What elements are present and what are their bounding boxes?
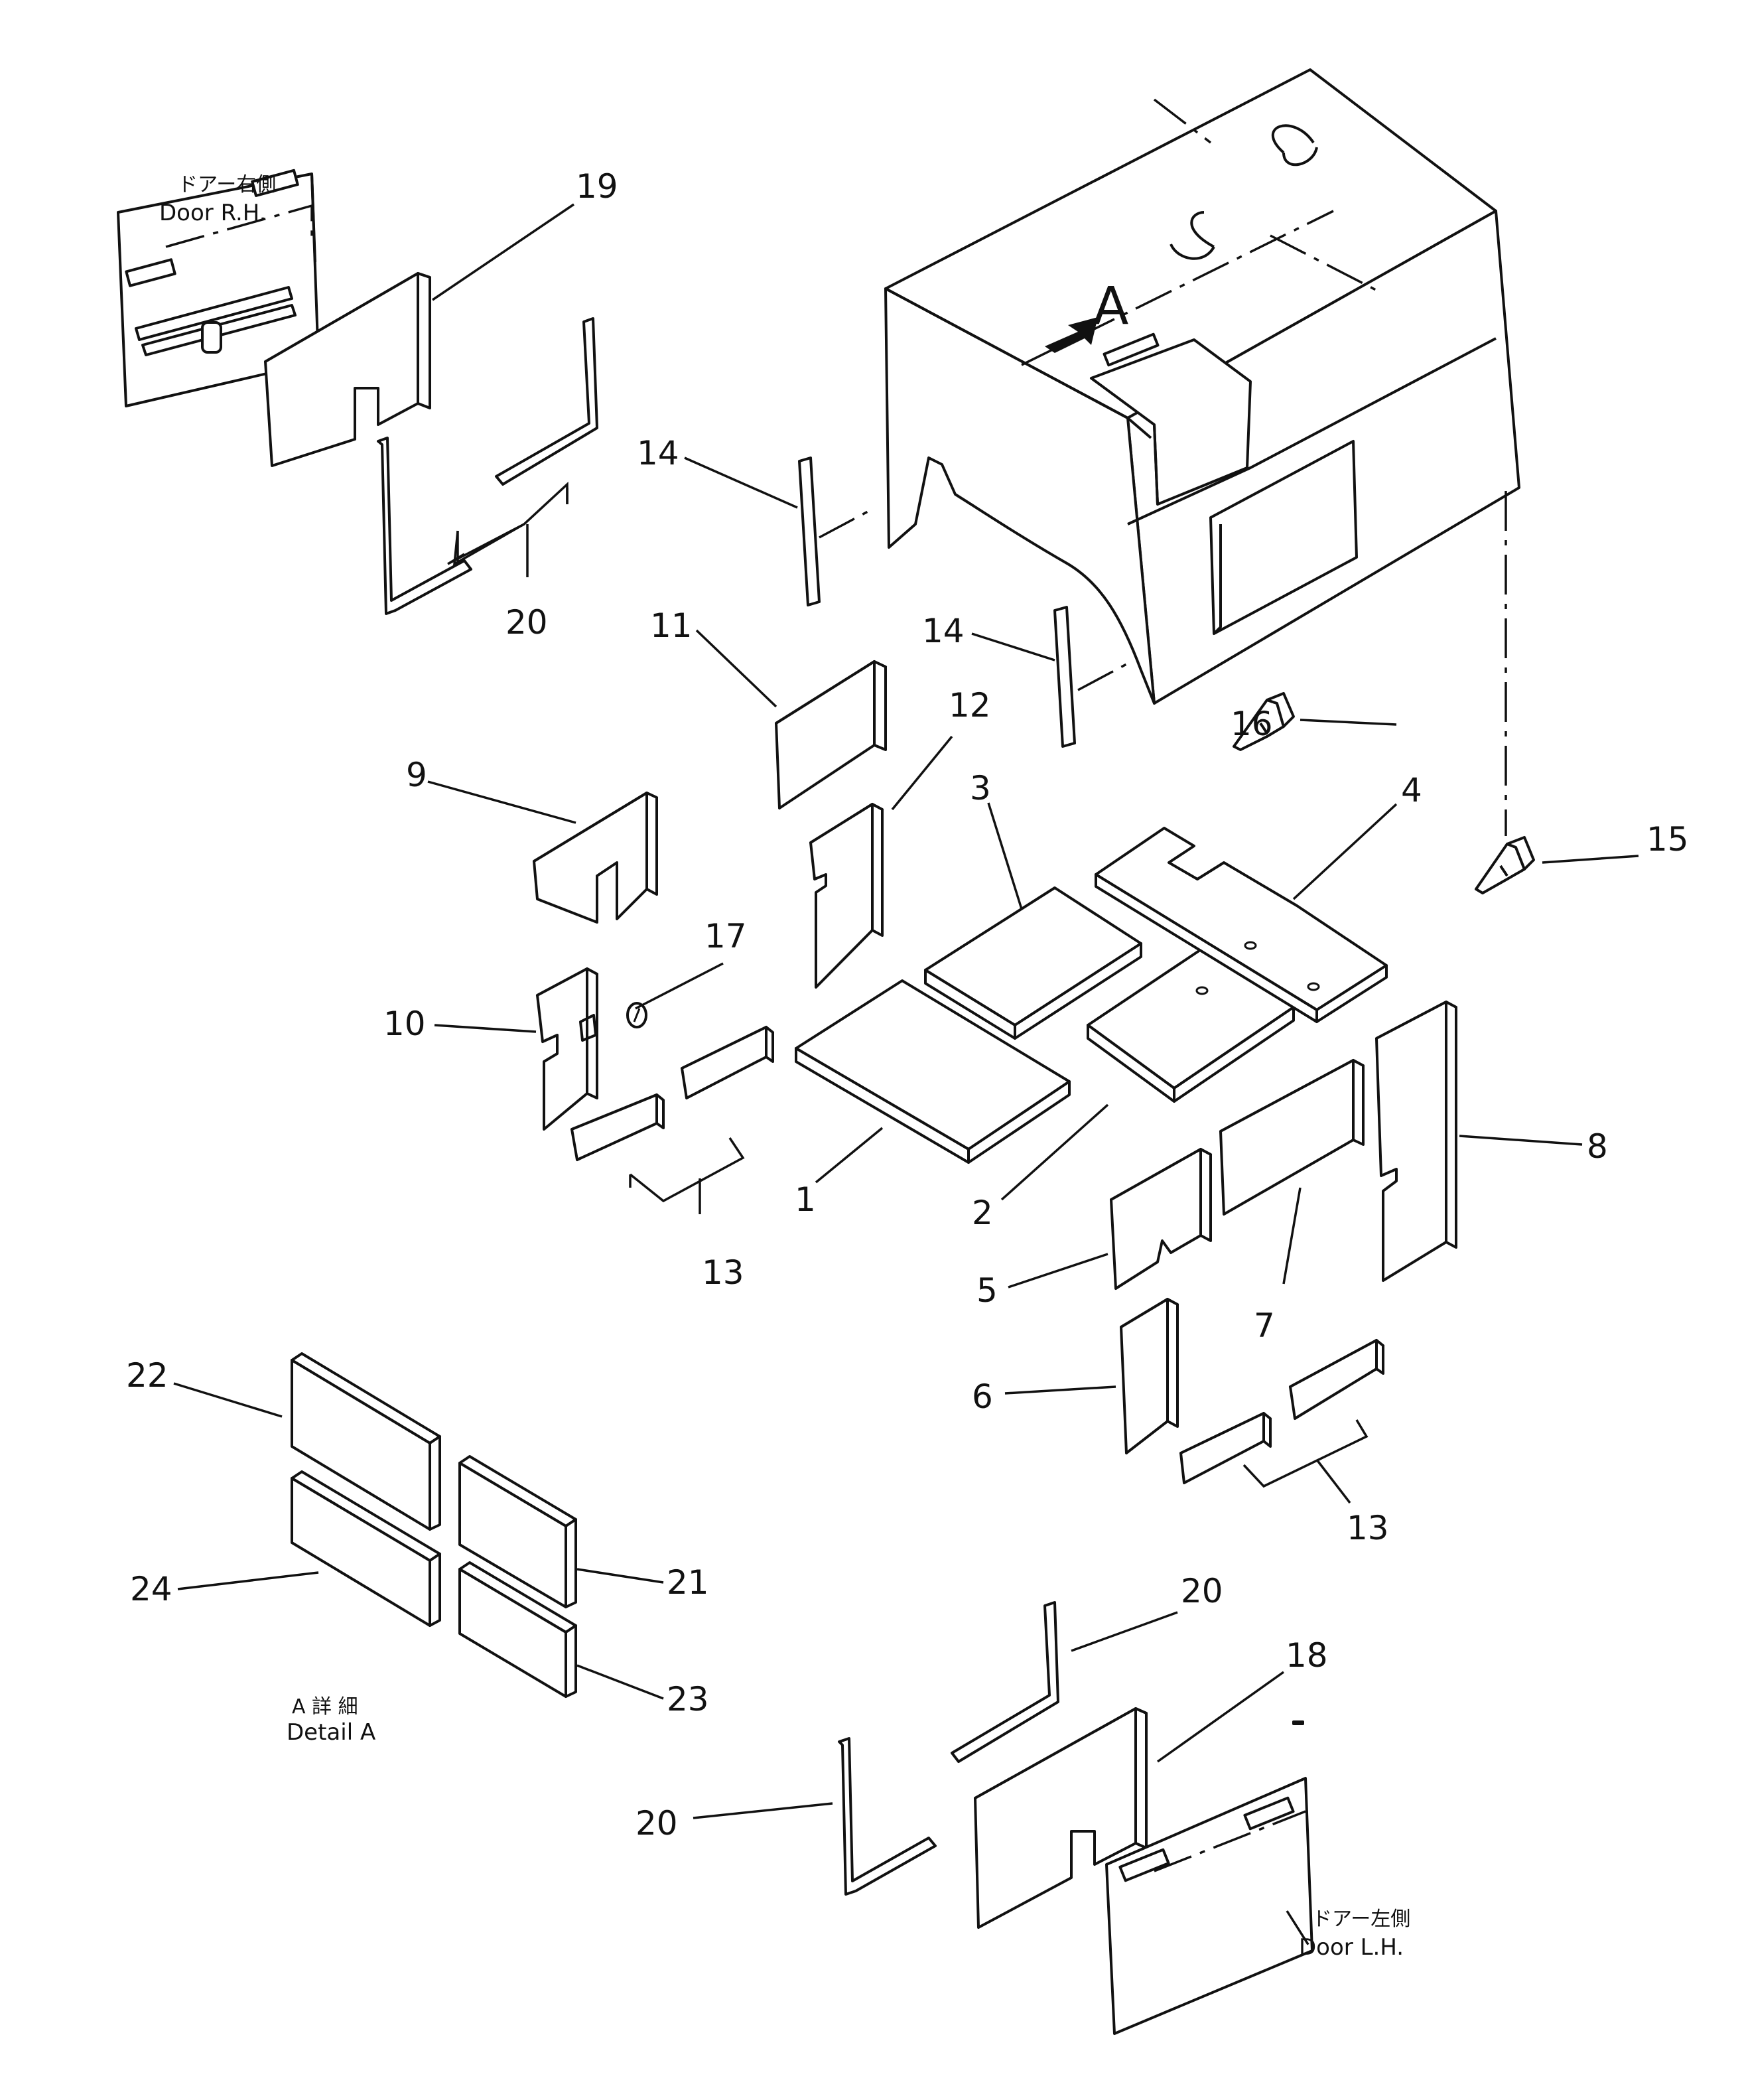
part-24-pad bbox=[291, 1470, 441, 1627]
part-13-blocks-left bbox=[570, 1026, 774, 1161]
explode-line-14a bbox=[819, 510, 870, 539]
label-14-a: 14 bbox=[637, 434, 679, 472]
part-3-floor-mat bbox=[924, 886, 1142, 1040]
part-9-pad bbox=[533, 792, 658, 924]
part-20-seals-bottom bbox=[838, 1601, 1059, 1896]
label-10: 10 bbox=[383, 1005, 426, 1043]
part-6-pad bbox=[1120, 1298, 1179, 1454]
part-number-labels: 19 20 14 14 11 12 16 9 3 4 15 17 10 8 1 … bbox=[126, 167, 1689, 1843]
part-14-strips bbox=[798, 456, 1076, 748]
door-lh-caption-en: Door L.H. bbox=[1299, 1934, 1404, 1961]
part-15-bracket bbox=[1475, 836, 1535, 894]
part-2-floor-mat bbox=[1087, 946, 1295, 1103]
label-20-bottom-left: 20 bbox=[636, 1804, 678, 1843]
label-12: 12 bbox=[949, 686, 991, 725]
part-22-pad bbox=[291, 1352, 441, 1531]
explode-line-14b bbox=[1077, 662, 1128, 691]
label-3: 3 bbox=[970, 769, 991, 807]
label-8: 8 bbox=[1587, 1127, 1608, 1166]
label-17: 17 bbox=[704, 917, 747, 955]
label-16: 16 bbox=[1231, 705, 1273, 743]
door-rh bbox=[117, 169, 320, 407]
label-22: 22 bbox=[126, 1356, 168, 1395]
part-11-pad bbox=[775, 660, 887, 809]
part-13-blocks-right bbox=[1179, 1339, 1384, 1484]
label-24: 24 bbox=[130, 1570, 172, 1608]
part-23-pad bbox=[458, 1561, 577, 1698]
label-6: 6 bbox=[972, 1377, 993, 1416]
part-19-pad bbox=[264, 272, 431, 467]
door-lh-dash-2 bbox=[1286, 1910, 1313, 1951]
label-20-top: 20 bbox=[505, 603, 548, 642]
label-13-right: 13 bbox=[1347, 1509, 1389, 1547]
door-rh-caption-en: Door R.H. bbox=[159, 200, 267, 226]
label-5: 5 bbox=[976, 1271, 998, 1310]
label-21: 21 bbox=[667, 1563, 709, 1602]
label-1: 1 bbox=[795, 1180, 816, 1219]
door-lh bbox=[1105, 1720, 1313, 2035]
door-rh-dash bbox=[165, 204, 313, 248]
part-10-pad bbox=[536, 967, 598, 1131]
leader-lines bbox=[173, 203, 1639, 1819]
door-rh-caption-jp: ドアー右側 bbox=[178, 173, 276, 196]
label-9: 9 bbox=[406, 756, 427, 794]
label-15: 15 bbox=[1646, 820, 1689, 859]
part-8-pad bbox=[1375, 1001, 1457, 1282]
part-12-pad bbox=[809, 803, 884, 989]
label-13-left: 13 bbox=[702, 1253, 744, 1292]
label-2: 2 bbox=[972, 1194, 993, 1232]
part-1-floor-mat bbox=[795, 979, 1071, 1164]
label-11: 11 bbox=[650, 606, 693, 645]
part-4-floor-mat bbox=[1095, 827, 1388, 1023]
cab-body bbox=[884, 68, 1520, 705]
label-14-b: 14 bbox=[922, 612, 965, 650]
detail-caption-jp: A 詳 細 bbox=[292, 1695, 358, 1718]
label-20-bottom-right: 20 bbox=[1181, 1572, 1223, 1610]
view-marker-label: A bbox=[1093, 277, 1128, 336]
view-arrow-a: A bbox=[1045, 277, 1128, 353]
part-7-pad bbox=[1219, 1059, 1365, 1216]
part-21-pad bbox=[458, 1455, 577, 1608]
label-23: 23 bbox=[667, 1680, 709, 1718]
part-20-seals-top bbox=[377, 317, 598, 615]
door-lh-dash bbox=[1154, 1810, 1306, 1872]
part-5-pad bbox=[1110, 1148, 1212, 1290]
part-18-pad bbox=[974, 1707, 1148, 1929]
label-4: 4 bbox=[1401, 771, 1422, 809]
label-18: 18 bbox=[1286, 1636, 1328, 1675]
detail-caption-en: Detail A bbox=[287, 1719, 375, 1746]
door-lh-caption-jp: ドアー左側 bbox=[1312, 1908, 1410, 1931]
label-7: 7 bbox=[1254, 1306, 1275, 1345]
label-19: 19 bbox=[576, 167, 618, 206]
part-17-washer bbox=[626, 1002, 647, 1028]
part-16-bracket bbox=[1233, 692, 1295, 751]
